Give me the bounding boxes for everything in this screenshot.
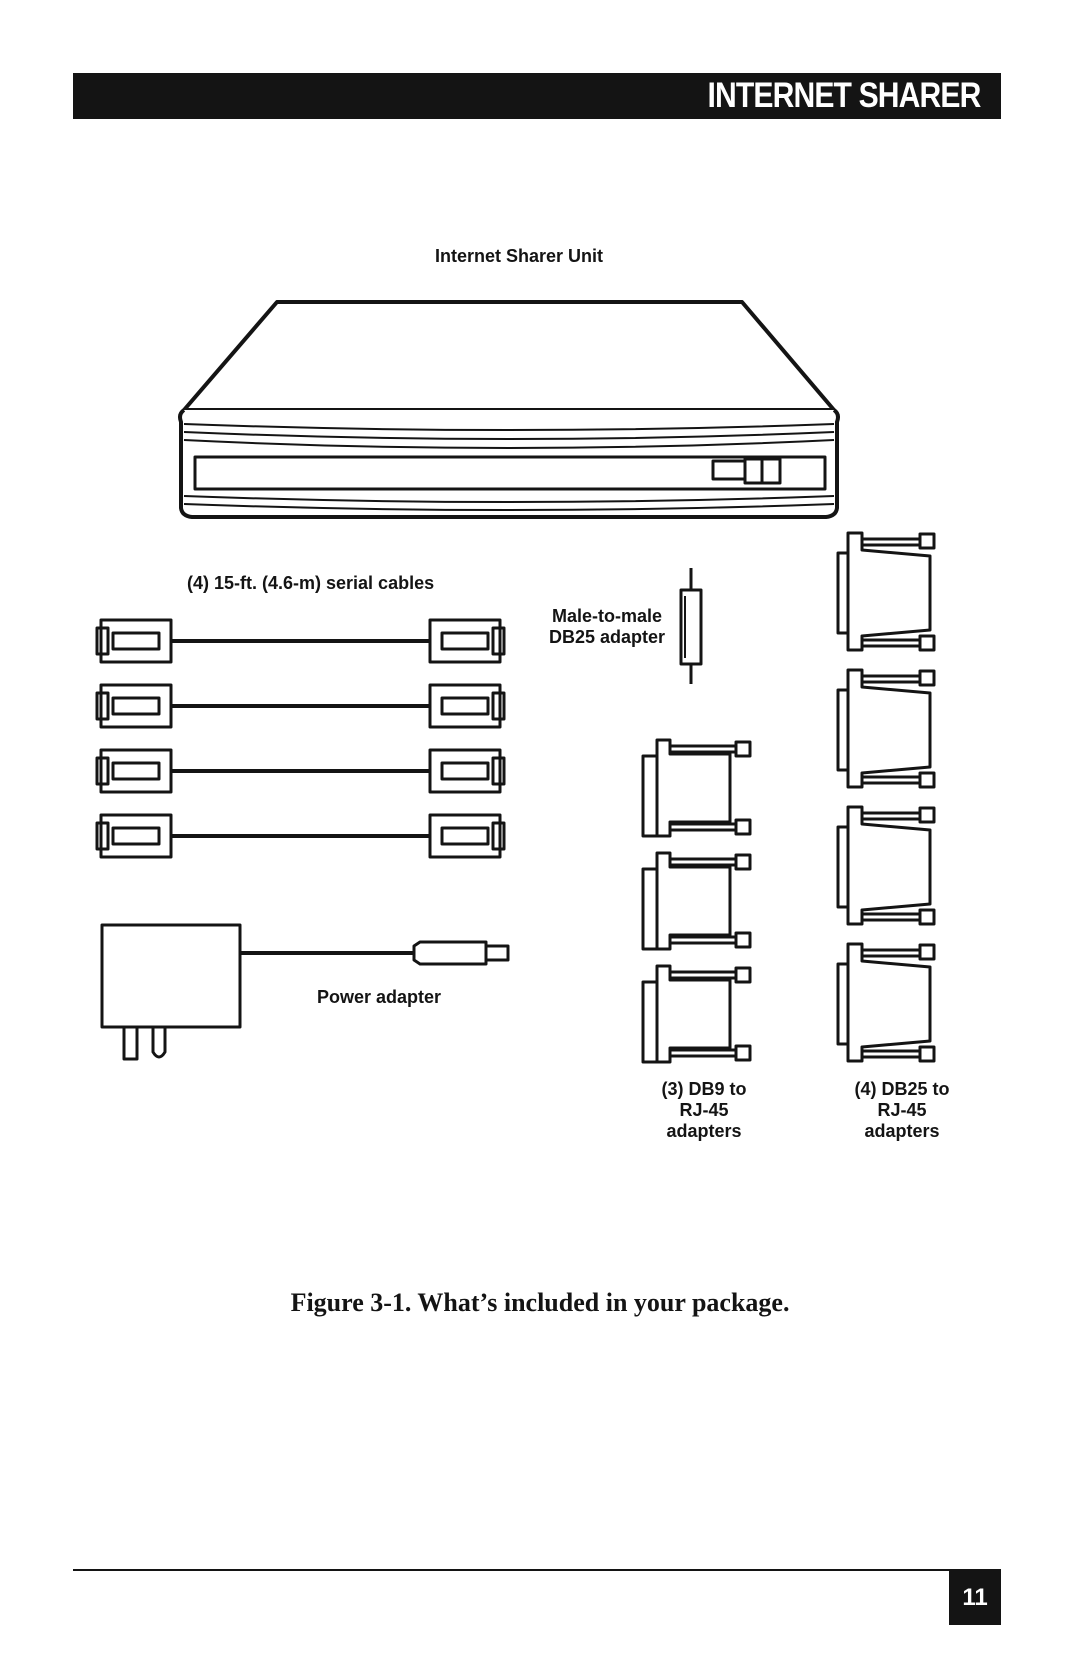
footer-rule bbox=[73, 1569, 1001, 1571]
db25-adapter bbox=[836, 531, 936, 652]
serial-cable bbox=[95, 813, 506, 859]
internet-sharer-unit bbox=[178, 300, 840, 519]
male-to-male-label-line1: Male-to-male bbox=[552, 606, 662, 626]
db9-adapter bbox=[641, 738, 752, 838]
db25-adapter bbox=[836, 668, 936, 789]
db25-adapters bbox=[836, 531, 936, 1063]
serial-cables bbox=[95, 618, 506, 859]
serial-cable bbox=[95, 683, 506, 729]
db9-label-line2: RJ-45 bbox=[679, 1100, 728, 1120]
power-adapter bbox=[100, 923, 510, 1061]
db9-adapters bbox=[641, 738, 752, 1064]
db25-label-line1: (4) DB25 to bbox=[854, 1079, 949, 1099]
db9-adapter bbox=[641, 964, 752, 1064]
power-adapter-label: Power adapter bbox=[317, 987, 441, 1007]
unit-label: Internet Sharer Unit bbox=[435, 246, 603, 266]
db9-adapter bbox=[641, 851, 752, 951]
db9-label-line1: (3) DB9 to bbox=[662, 1079, 747, 1099]
serial-cable bbox=[95, 748, 506, 794]
male-to-male-db25-adapter bbox=[679, 568, 703, 684]
serial-cable bbox=[95, 618, 506, 664]
header-bar: INTERNET SHARER bbox=[73, 73, 1001, 119]
db25-label-line3: adapters bbox=[864, 1121, 939, 1141]
db25-adapter bbox=[836, 942, 936, 1063]
serial-cables-label: (4) 15-ft. (4.6-m) serial cables bbox=[187, 573, 434, 593]
db9-label-line3: adapters bbox=[666, 1121, 741, 1141]
figure-caption: Figure 3-1. What’s included in your pack… bbox=[290, 1288, 790, 1317]
male-to-male-label-line2: DB25 adapter bbox=[549, 627, 665, 647]
header-title: INTERNET SHARER bbox=[707, 76, 982, 115]
db25-label-line2: RJ-45 bbox=[877, 1100, 926, 1120]
page-number: 11 bbox=[949, 1571, 1001, 1625]
db25-adapter bbox=[836, 805, 936, 926]
